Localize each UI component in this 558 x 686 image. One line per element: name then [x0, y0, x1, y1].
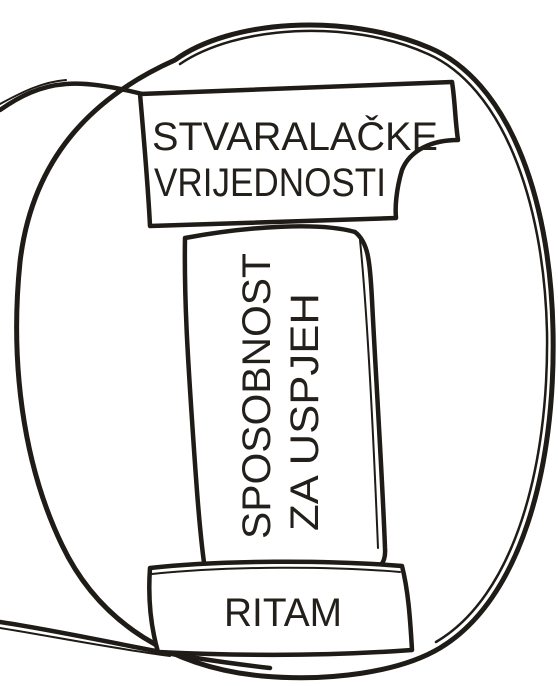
bottom-label: RITAM	[224, 591, 342, 635]
middle-column-sketch	[359, 239, 379, 549]
outer-oval-sketch	[178, 29, 549, 644]
upper-left-line	[0, 81, 153, 113]
bottom-box-sketch	[151, 566, 401, 575]
middle-label-line2: ZA USPJEH	[283, 293, 327, 531]
top-label-line1: STVARALAČKE	[152, 114, 438, 159]
outer-oval	[14, 22, 556, 681]
top-box	[137, 79, 461, 229]
upper-left-line-2	[0, 79, 67, 105]
bottom-box	[147, 559, 415, 658]
top-label-line2: VRIJEDNOSTI	[154, 161, 386, 205]
lower-left-line-2	[0, 627, 171, 657]
middle-label-line1: SPOSOBNOST	[235, 253, 279, 539]
lower-left-line	[0, 619, 273, 671]
